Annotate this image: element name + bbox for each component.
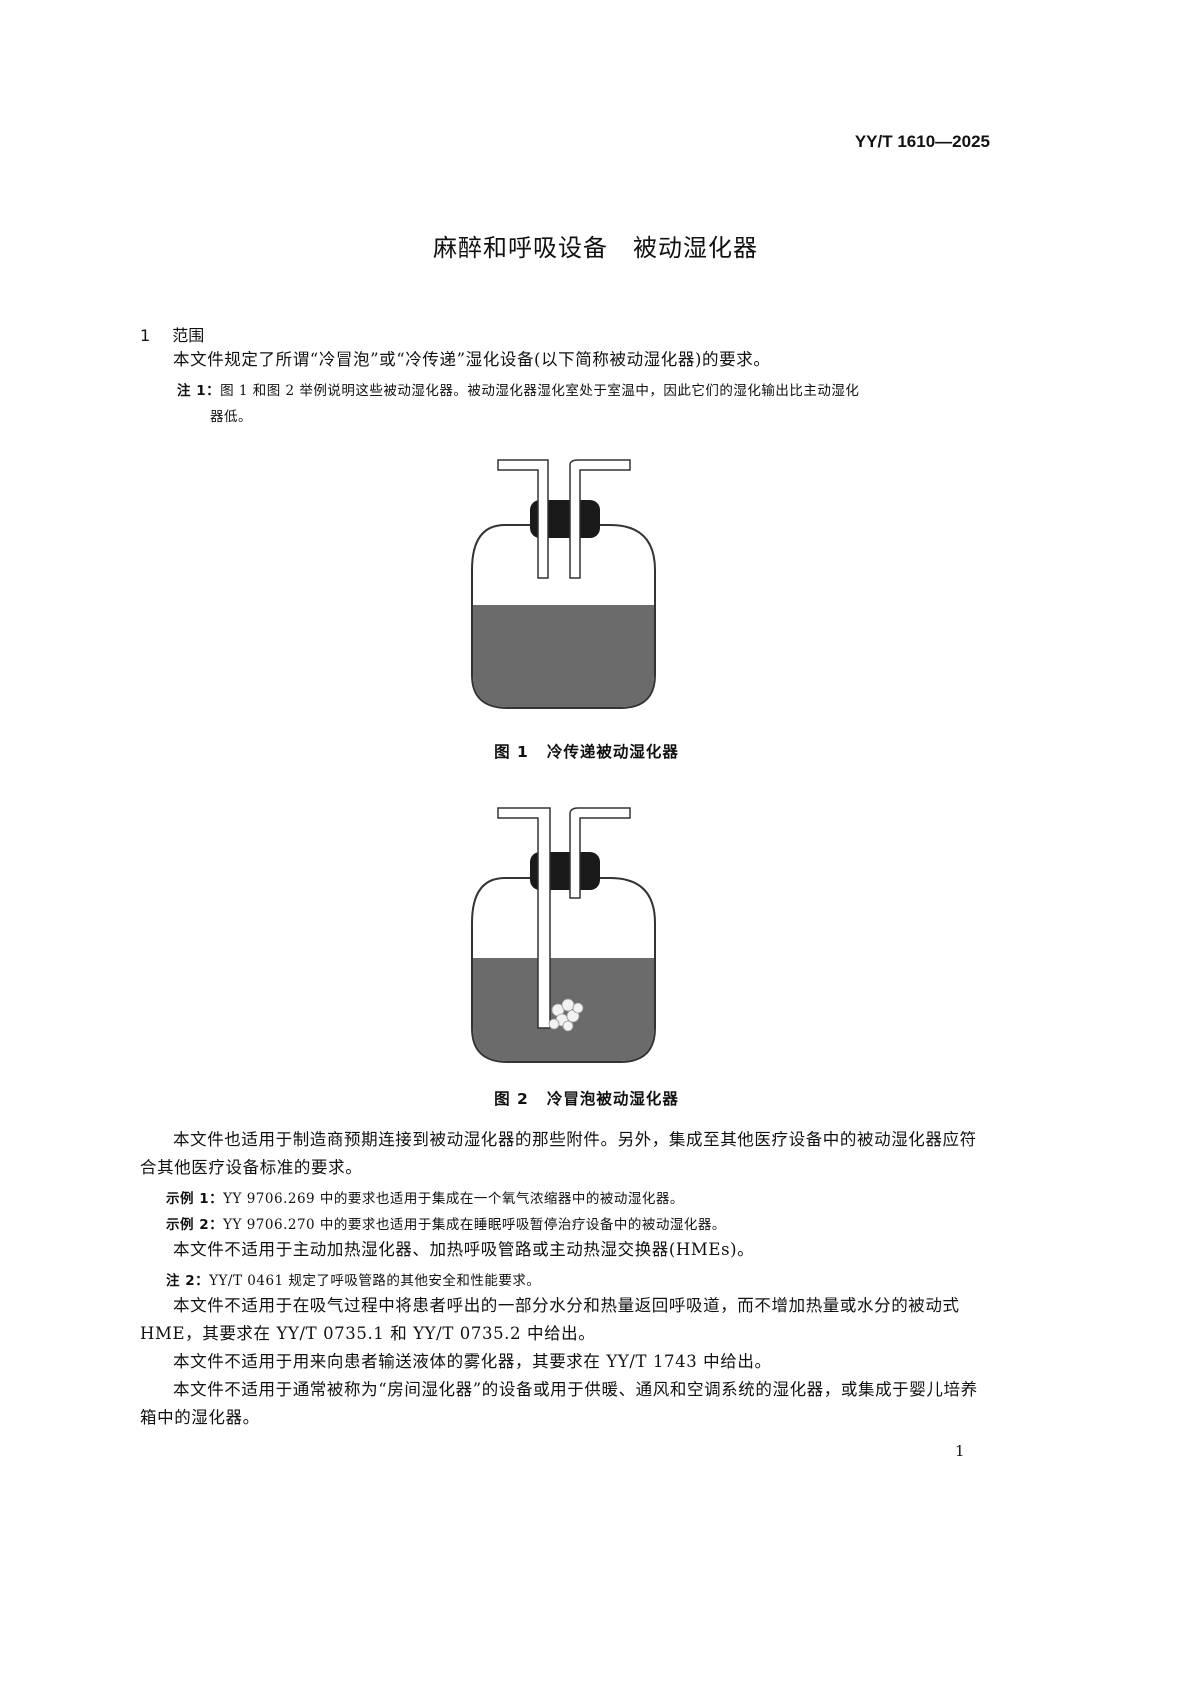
inlet-tube (497, 459, 549, 579)
inlet-tube (497, 807, 551, 1029)
note-text: YY/T 0461 规定了呼吸管路的其他安全和性能要求。 (209, 1273, 541, 1289)
bubbles (548, 998, 584, 1032)
paragraph: 本文件不适用于主动加热湿化器、加热呼吸管路或主动热湿交换器(HMEs)。 (173, 1240, 755, 1259)
paragraph: 本文件也适用于制造商预期连接到被动湿化器的那些附件。另外，集成至其他医疗设备中的… (140, 1130, 977, 1177)
figure-title: 冷传递被动湿化器 (546, 743, 679, 761)
note-text: 图 1 和图 2 举例说明这些被动湿化器。被动湿化器湿化室处于室温中，因此它们的… (220, 383, 860, 399)
figure-number: 图 2 (494, 1090, 529, 1108)
outlet-tube (569, 459, 631, 579)
example-1: 示例 1：YY 9706.269 中的要求也适用于集成在一个氧气浓缩器中的被动湿… (166, 1187, 684, 1207)
paragraph: 本文件不适用于用来向患者输送液体的雾化器，其要求在 YY/T 1743 中给出。 (173, 1352, 772, 1371)
document-title: 麻醉和呼吸设备 被动湿化器 (433, 234, 758, 262)
note-1-continuation: 器低。 (210, 409, 252, 425)
figure-title: 冷冒泡被动湿化器 (546, 1090, 679, 1108)
note-2: 注 2：YY/T 0461 规定了呼吸管路的其他安全和性能要求。 (166, 1269, 540, 1289)
standard-number: YY/T 1610—2025 (854, 132, 990, 151)
example-text: YY 9706.269 中的要求也适用于集成在一个氧气浓缩器中的被动湿化器。 (223, 1191, 684, 1207)
paragraph: 本文件不适用于通常被称为“房间湿化器”的设备或用于供暖、通风和空调系统的湿化器，… (140, 1380, 978, 1427)
figure-2-cold-bubble-humidifier (471, 807, 656, 1063)
example-text: YY 9706.270 中的要求也适用于集成在睡眠呼吸暂停治疗设备中的被动湿化器… (223, 1217, 726, 1233)
section-heading: 1 范围 (140, 322, 226, 346)
note-label: 注 1： (177, 383, 221, 399)
example-label: 示例 2： (166, 1217, 224, 1233)
section-number: 1 (140, 326, 151, 345)
figure-1-cold-passover-humidifier (471, 459, 656, 709)
liquid (473, 605, 654, 707)
outlet-tube (569, 807, 631, 899)
example-label: 示例 1： (166, 1191, 224, 1207)
page-number: 1 (955, 1442, 965, 1460)
paragraph: 本文件不适用于在吸气过程中将患者呼出的一部分水分和热量返回呼吸道，而不增加热量或… (140, 1296, 960, 1343)
figure-number: 图 1 (494, 743, 529, 761)
paragraph: 本文件规定了所谓“冷冒泡”或“冷传递”湿化设备(以下简称被动湿化器)的要求。 (173, 350, 771, 369)
note-1: 注 1：图 1 和图 2 举例说明这些被动湿化器。被动湿化器湿化室处于室温中，因… (177, 379, 859, 399)
note-label: 注 2： (166, 1273, 210, 1289)
section-title: 范围 (172, 326, 205, 345)
figure-2-caption: 图 2 冷冒泡被动湿化器 (0, 1087, 1191, 1109)
example-2: 示例 2：YY 9706.270 中的要求也适用于集成在睡眠呼吸暂停治疗设备中的… (166, 1213, 726, 1233)
figure-1-caption: 图 1 冷传递被动湿化器 (0, 740, 1191, 762)
